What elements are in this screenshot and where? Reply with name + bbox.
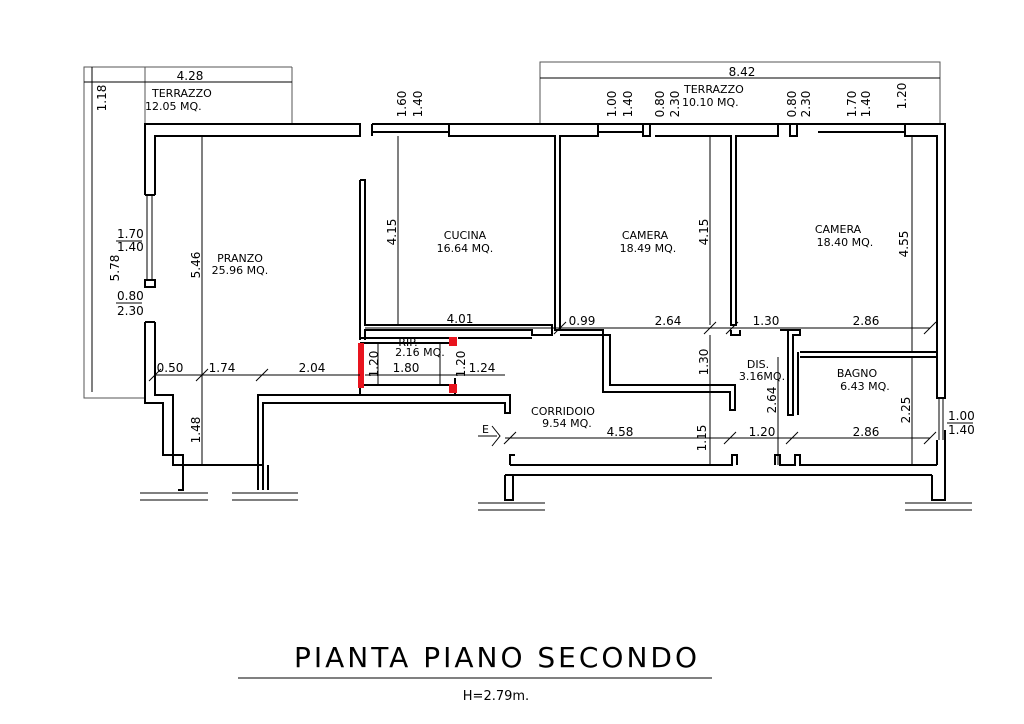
room-terrazzo-right-area: 10.10 MQ.: [682, 96, 739, 109]
room-corridoio-name: CORRIDOIO: [531, 405, 595, 418]
room-labels: TERRAZZO 12.05 MQ. TERRAZZO 10.10 MQ. PR…: [145, 83, 890, 430]
window-left-a: 1.70: [117, 227, 144, 241]
dim-camera2-height: 4.55: [897, 231, 911, 258]
window-left-b: 1.40: [117, 240, 144, 254]
terrace-left: [83, 66, 293, 399]
dim-corr-height: 1.15: [695, 425, 709, 452]
room-camera1-area: 18.49 MQ.: [620, 242, 677, 255]
dimension-lines: [148, 136, 937, 465]
window-bagno-a: 1.00: [948, 409, 975, 423]
window-camera1-b: 1.40: [621, 91, 635, 118]
plan-title: PIANTA PIANO SECONDO: [294, 641, 700, 674]
structural-marks: [358, 337, 457, 393]
room-corridoio-area: 9.54 MQ.: [542, 417, 592, 430]
dim-rip-right: 1.24: [469, 361, 496, 375]
plan-subtitle: H=2.79m.: [463, 689, 529, 704]
dim-rip-h1: 1.20: [367, 351, 381, 378]
room-bagno-name: BAGNO: [837, 367, 878, 380]
dim-pranzo-c: 2.04: [299, 361, 326, 375]
room-terrazzo-right-name: TERRAZZO: [683, 83, 744, 96]
window-labels: 1.60 1.40 1.00 1.40 0.80 2.30 0.80 2.30 …: [116, 91, 975, 437]
door-1-b: 2.30: [668, 91, 682, 118]
room-rip-area: 2.16 MQ.: [395, 346, 445, 359]
door-2-b: 2.30: [799, 91, 813, 118]
room-terrazzo-left-name: TERRAZZO: [151, 87, 212, 100]
room-dis-area: 3.16MQ.: [739, 370, 785, 383]
dim-corr-right: 2.86: [853, 425, 880, 439]
window-camera2-b: 1.40: [859, 91, 873, 118]
dim-cucina-height: 4.15: [385, 219, 399, 246]
room-dis-name: DIS.: [747, 358, 769, 371]
dim-pranzo-a: 0.50: [157, 361, 184, 375]
entry-arrow-icon: E: [478, 423, 501, 447]
dim-cucina-width: 4.01: [447, 312, 474, 326]
dim-dis-height: 1.30: [697, 349, 711, 376]
door-1-a: 0.80: [653, 91, 667, 118]
title-block: PIANTA PIANO SECONDO H=2.79m.: [238, 641, 712, 704]
window-bagno-b: 1.40: [948, 423, 975, 437]
window-left-c: 0.80: [117, 289, 144, 303]
dim-left-total-height: 5.78: [108, 255, 122, 282]
terrace-right: [539, 61, 941, 123]
room-bagno-area: 6.43 MQ.: [840, 380, 890, 393]
dim-bagno-height: 2.25: [899, 397, 913, 424]
dim-pranzo-b: 1.74: [209, 361, 236, 375]
room-pranzo-name: PRANZO: [217, 252, 263, 265]
room-rip-name: RIP.: [398, 336, 417, 349]
room-camera1-name: CAMERA: [622, 229, 669, 242]
room-camera2-area: 18.40 MQ.: [817, 236, 874, 249]
room-cucina-area: 16.64 MQ.: [437, 242, 494, 255]
dim-terr-left-width: 4.28: [177, 69, 204, 83]
dim-terr-left-depth: 1.18: [95, 85, 109, 112]
room-camera2-name: CAMERA: [815, 223, 862, 236]
dim-camera1-width: 2.64: [655, 314, 682, 328]
section-breaks: [140, 492, 972, 511]
dim-corr-mid: 1.20: [749, 425, 776, 439]
dim-stair-height: 1.48: [189, 417, 203, 444]
window-camera1-a: 1.00: [605, 91, 619, 118]
entry-marker: E: [482, 423, 489, 436]
dim-camera1-height: 4.15: [697, 219, 711, 246]
dim-dis-vert: 2.64: [765, 387, 779, 414]
door-2-a: 0.80: [785, 91, 799, 118]
room-pranzo-area: 25.96 MQ.: [212, 264, 269, 277]
dim-camera2-width: 2.86: [853, 314, 880, 328]
dim-rip-w: 1.80: [393, 361, 420, 375]
dimension-texts: 4.28 1.18 8.42 1.20 5.78 5.46 4.15 4.15 …: [95, 65, 913, 451]
dim-rip-h2: 1.20: [454, 351, 468, 378]
dim-pranzo-height: 5.46: [189, 252, 203, 279]
window-left-d: 2.30: [117, 304, 144, 318]
dim-corr-width: 4.58: [607, 425, 634, 439]
window-cucina-a: 1.60: [395, 91, 409, 118]
window-cucina-b: 1.40: [411, 91, 425, 118]
dim-camera1-left: 0.99: [569, 314, 596, 328]
dim-terr-right-depth: 1.20: [895, 83, 909, 110]
dim-camera2-left: 1.30: [753, 314, 780, 328]
walls: [144, 123, 946, 501]
window-camera2-a: 1.70: [845, 91, 859, 118]
dim-terr-right-width: 8.42: [729, 65, 756, 79]
room-terrazzo-left-area: 12.05 MQ.: [145, 100, 202, 113]
room-cucina-name: CUCINA: [444, 229, 487, 242]
